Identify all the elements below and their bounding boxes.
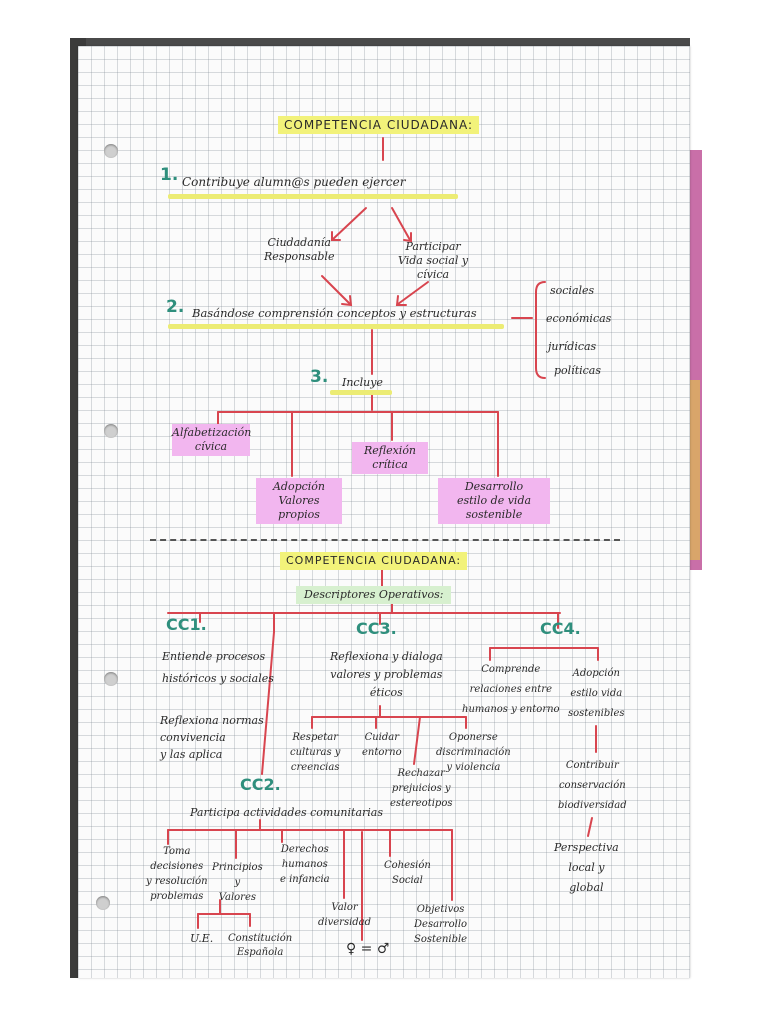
- cc1-text2: Reflexiona normas convivencia y las apli…: [160, 714, 264, 761]
- adopcion-valores-propios: Adopción Valores propios: [256, 478, 342, 524]
- list-item: políticas: [554, 364, 602, 377]
- cc2-item: Cohesión Social: [384, 860, 431, 886]
- arrow-line: [321, 275, 351, 305]
- punch-hole: [104, 424, 118, 438]
- gender-equality-symbols: ♀ = ♂: [346, 941, 390, 957]
- descriptores-operativos: Descriptores Operativos:: [296, 586, 452, 604]
- arrow-line: [391, 207, 411, 241]
- cc1-text: Entiende procesos históricos y sociales: [162, 650, 274, 685]
- punch-hole: [104, 144, 118, 158]
- connector-line: [587, 817, 593, 837]
- arrow-line: [397, 281, 429, 305]
- arrow-head: [395, 295, 407, 306]
- cc3-item: Cuidar entorno: [362, 732, 402, 758]
- step1-text: Contribuye alumn@s pueden ejercer: [182, 175, 406, 189]
- cc3-item: Rechazar prejuicios y estereotipos: [390, 768, 453, 809]
- cc4-left: Comprende relaciones entre humanos y ent…: [462, 664, 560, 715]
- punch-hole: [104, 672, 118, 686]
- cc2-sub-ue: U.E.: [190, 932, 214, 945]
- cc2-item: Derechos humanos e infancia: [280, 844, 330, 885]
- arrow-head: [403, 232, 412, 243]
- cc1-label: CC1.: [166, 615, 207, 634]
- list-item: jurídicas: [548, 340, 597, 353]
- notebook-page: [78, 46, 690, 978]
- cc2-item: Objetivos Desarrollo Sostenible: [414, 904, 468, 945]
- cc4-right: Adopción estilo vida sostenibles: [568, 668, 625, 719]
- arrow-line: [331, 207, 367, 241]
- cc3-label: CC3.: [356, 619, 397, 638]
- step2-text: Basándose comprensión conceptos y estruc…: [192, 306, 477, 320]
- cc3-item: Respetar culturas y creencias: [290, 732, 341, 773]
- reflexion-critica: Reflexión crítica: [352, 442, 428, 474]
- title-competencia-ciudadana: COMPETENCIA CIUDADANA:: [278, 116, 480, 134]
- cc4-label: CC4.: [540, 619, 581, 638]
- yellow-underline: [330, 390, 392, 395]
- connector-line: [261, 631, 275, 775]
- participar-vida-social: Participar Vida social y cívica: [398, 240, 469, 281]
- step-number-1: 1.: [160, 165, 179, 185]
- step-number-2: 2.: [166, 297, 185, 317]
- cc3-item: Oponerse discriminación y violencia: [436, 732, 511, 773]
- list-item: económicas: [546, 312, 612, 325]
- step-number-3: 3.: [310, 367, 329, 387]
- cc2-item: Toma decisiones y resolución problemas: [146, 846, 208, 902]
- cc2-sub-constitucion: Constitución Española: [228, 933, 293, 958]
- arrow-head: [331, 231, 341, 241]
- list-item: sociales: [550, 284, 595, 297]
- title-competencia-ciudadana-2: COMPETENCIA CIUDADANA:: [280, 552, 468, 570]
- cc2-label: CC2.: [240, 775, 281, 794]
- punch-hole: [96, 896, 110, 910]
- desarrollo-estilo-vida: Desarrollo estilo de vida sostenible: [438, 478, 550, 524]
- arrow-head: [341, 295, 353, 307]
- cc4-r3: Perspectiva local y global: [554, 841, 619, 894]
- cc3-text: Reflexiona y dialoga valores y problemas…: [330, 650, 443, 699]
- section-divider: [150, 539, 620, 541]
- cc4-r2: Contribuir conservación biodiversidad: [558, 760, 627, 811]
- brace: [535, 281, 546, 379]
- cc2-text: Participa actividades comunitarias: [190, 806, 383, 819]
- ciudadania-responsable: Ciudadanía Responsable: [264, 236, 335, 263]
- step3-text: Incluye: [342, 376, 383, 389]
- connector-line: [413, 716, 421, 765]
- alfabetizacion-civica: Alfabetización cívica: [172, 424, 251, 456]
- yellow-underline: [168, 194, 458, 199]
- yellow-underline: [168, 324, 504, 329]
- cc2-item: Principios y Valores: [212, 862, 263, 903]
- cc2-item: Valor diversidad: [318, 902, 372, 928]
